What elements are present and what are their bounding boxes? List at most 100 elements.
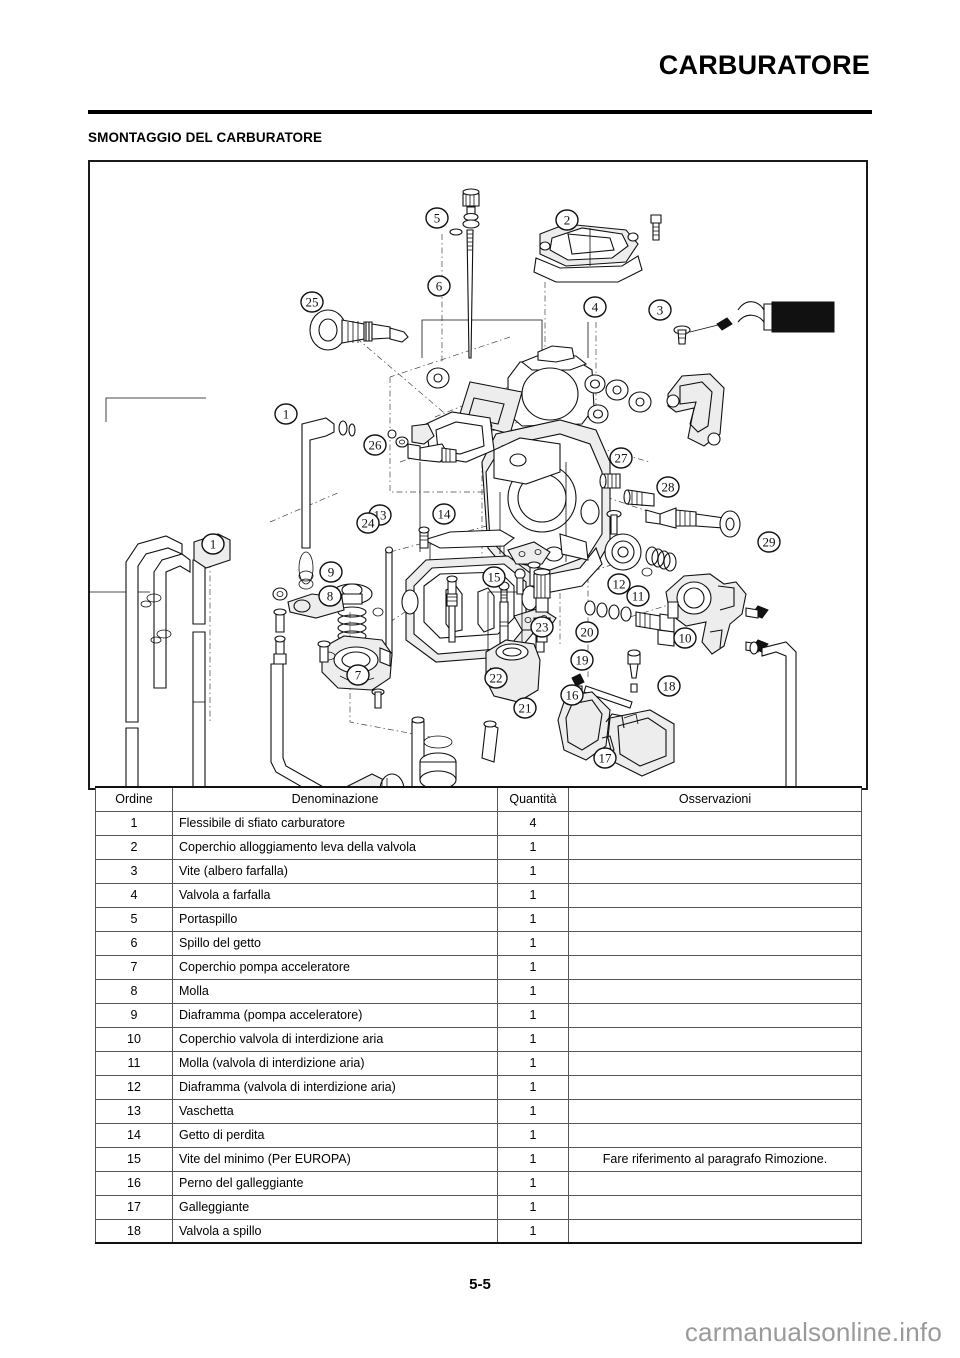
callout-bubble <box>609 447 633 469</box>
cell-quantita: 1 <box>497 858 569 884</box>
callout-26: 26 <box>363 434 387 456</box>
callout-24: 24 <box>356 512 380 534</box>
cell-ordine: 4 <box>95 882 173 908</box>
cell-osservazioni <box>568 930 862 956</box>
oring-set <box>584 600 679 647</box>
cell-osservazioni <box>568 810 862 836</box>
cell-quantita: 1 <box>497 1122 569 1148</box>
cell-quantita: 1 <box>497 1170 569 1196</box>
cell-denominazione: Galleggiante <box>172 1194 498 1220</box>
cell-quantita: 4 <box>497 810 569 836</box>
callout-14: 14 <box>432 503 456 525</box>
part-20-main-jet <box>533 568 551 613</box>
callout-number: 9 <box>328 565 335 580</box>
callout-bubble <box>363 434 387 456</box>
callout-number: 1 <box>283 407 290 422</box>
column-header-osservazioni: Osservazioni <box>568 786 862 812</box>
cell-ordine: 8 <box>95 978 173 1004</box>
cell-denominazione: Valvola a spillo <box>172 1218 498 1244</box>
callout-bubble <box>593 747 617 769</box>
cell-ordine: 11 <box>95 1050 173 1076</box>
callout-number: 2 <box>564 213 571 228</box>
cell-denominazione: Coperchio alloggiamento leva della valvo… <box>172 834 498 860</box>
part-18-needle-valve <box>627 649 641 693</box>
drain-fitting <box>342 773 405 788</box>
cell-denominazione: Coperchio pompa acceleratore <box>172 954 498 980</box>
callout-bubble <box>575 621 599 643</box>
callout-number: 15 <box>488 570 501 585</box>
part-5-needle-holder <box>462 188 480 229</box>
callout-28: 28 <box>656 476 680 498</box>
callout-number: 23 <box>536 620 549 635</box>
cell-denominazione: Portaspillo <box>172 906 498 932</box>
part-25-starter-plunger <box>309 309 409 351</box>
part-27-28-jets <box>599 473 655 507</box>
cell-quantita: 1 <box>497 882 569 908</box>
callout-9: 9 <box>319 561 343 583</box>
right-hoses <box>749 641 797 788</box>
cell-osservazioni <box>568 882 862 908</box>
cell-ordine: 13 <box>95 1098 173 1124</box>
callout-bubble <box>318 585 342 607</box>
callout-number: 3 <box>657 303 664 318</box>
part-1-breather-hose-upper <box>301 417 356 549</box>
callout-bubble <box>356 512 380 534</box>
callout-number: 25 <box>306 295 319 310</box>
callout-bubble <box>319 561 343 583</box>
part-26-fittings <box>387 423 457 463</box>
callout-4: 4 <box>583 296 607 318</box>
callout-number: 1 <box>210 537 217 552</box>
callout-22: 22 <box>484 667 508 689</box>
cell-ordine: 17 <box>95 1194 173 1220</box>
part-11-ais-spring <box>641 546 677 577</box>
cell-denominazione: Valvola a farfalla <box>172 882 498 908</box>
callout-15: 15 <box>482 566 506 588</box>
carburetor-main-body <box>425 411 611 597</box>
callout-number: 19 <box>576 653 589 668</box>
cell-quantita: 1 <box>497 834 569 860</box>
callout-8: 8 <box>318 585 342 607</box>
callout-6: 6 <box>427 275 451 297</box>
cell-ordine: 6 <box>95 930 173 956</box>
cell-ordine: 9 <box>95 1002 173 1028</box>
cell-denominazione: Diaframma (valvola di interdizione aria) <box>172 1074 498 1100</box>
cell-osservazioni <box>568 1122 862 1148</box>
callout-16: 16 <box>560 684 584 706</box>
cell-ordine: 10 <box>95 1026 173 1052</box>
cell-quantita: 1 <box>497 1050 569 1076</box>
part-4-throttle-valve <box>507 345 609 427</box>
body-bolt <box>606 509 622 535</box>
callout-bubble <box>530 616 554 638</box>
cell-ordine: 18 <box>95 1218 173 1244</box>
cell-ordine: 14 <box>95 1122 173 1148</box>
cell-osservazioni <box>568 1098 862 1124</box>
cell-quantita: 1 <box>497 978 569 1004</box>
lower-hose-stubs <box>411 716 499 788</box>
callout-10: 10 <box>673 627 697 649</box>
column-header-denominazione: Denominazione <box>172 786 498 812</box>
column-header-ordine: Ordine <box>95 786 173 812</box>
cell-denominazione: Molla <box>172 978 498 1004</box>
callout-number: 29 <box>763 535 776 550</box>
part-14-leak-jet <box>418 526 430 549</box>
tps-connector <box>737 301 835 333</box>
callout-number: 22 <box>490 671 503 686</box>
callout-23: 23 <box>530 616 554 638</box>
callout-17: 17 <box>593 747 617 769</box>
callout-25: 25 <box>300 291 324 313</box>
part-29-pilot-screw <box>645 507 741 538</box>
cell-quantita: 1 <box>497 1002 569 1028</box>
throttle-clamp <box>666 373 725 447</box>
callout-bubble <box>425 207 449 229</box>
cell-osservazioni: Fare riferimento al paragrafo Rimozione. <box>568 1146 862 1172</box>
cell-denominazione: Coperchio valvola di interdizione aria <box>172 1026 498 1052</box>
cell-quantita: 1 <box>497 1026 569 1052</box>
carburetor-exploded-drawing: 1123456789101112131415161718192021222324… <box>90 188 835 788</box>
watermark: carmanualsonline.info <box>684 1317 942 1347</box>
